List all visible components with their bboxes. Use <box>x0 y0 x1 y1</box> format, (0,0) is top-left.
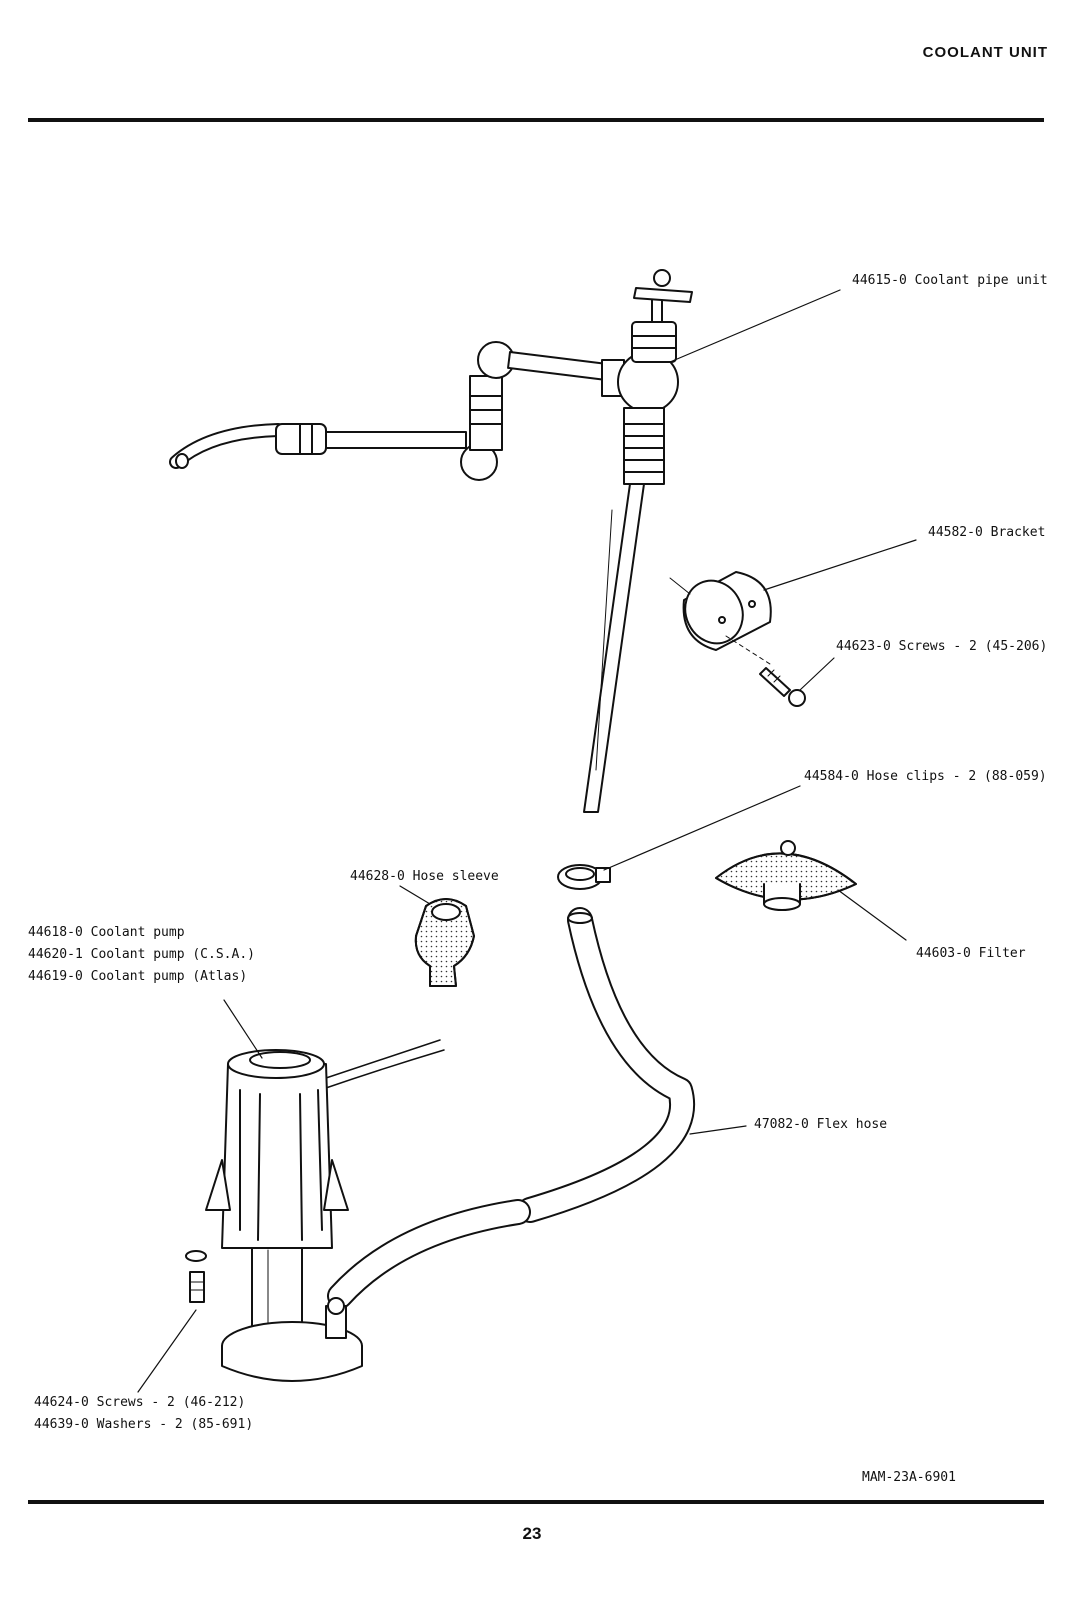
bracket-part <box>669 571 772 665</box>
drawing-reference: MAM-23A-6901 <box>862 1470 956 1485</box>
callout-pump-screws-washers: 44624-0 Screws - 2 (46-212) 44639-0 Wash… <box>34 1392 253 1436</box>
filter-part <box>715 840 857 911</box>
leader-lines <box>137 289 917 1393</box>
callout-hose-clips: 44584-0 Hose clips - 2 (88-059) <box>804 769 1047 784</box>
page-title: COOLANT UNIT <box>922 44 1048 61</box>
page-number: 23 <box>522 1524 542 1543</box>
callout-coolant-pump: 44618-0 Coolant pump 44620-1 Coolant pum… <box>28 922 255 988</box>
callout-pump-screws: 44624-0 Screws - 2 (46-212) <box>34 1395 246 1410</box>
hose-clip-part <box>557 864 611 890</box>
callout-hose-sleeve: 44628-0 Hose sleeve <box>350 869 499 884</box>
callout-pump-washers: 44639-0 Washers - 2 (85-691) <box>34 1417 254 1432</box>
callout-bracket-screws: 44623-0 Screws - 2 (45-206) <box>836 639 1048 654</box>
bracket-screw-part <box>759 667 806 707</box>
callout-coolant-pump-line: 44620-1 Coolant pump (C.S.A.) <box>28 947 255 962</box>
coolant-pipe-unit-part <box>169 269 693 813</box>
callout-bracket: 44582-0 Bracket <box>928 525 1046 540</box>
callout-filter: 44603-0 Filter <box>916 946 1026 961</box>
flex-hose-part <box>327 907 696 1309</box>
callout-coolant-pump-line: 44619-0 Coolant pump (Atlas) <box>28 969 248 984</box>
callout-coolant-pipe-unit: 44615-0 Coolant pipe unit <box>852 273 1048 288</box>
pump-screw-washer-part <box>185 1250 207 1303</box>
callout-coolant-pump-line: 44618-0 Coolant pump <box>28 925 185 940</box>
footer-rule <box>28 1500 1044 1504</box>
hose-sleeve-part <box>414 898 475 987</box>
header-rule <box>28 118 1044 122</box>
callout-flex-hose: 47082-0 Flex hose <box>754 1117 888 1132</box>
coolant-pump-part <box>205 1039 445 1382</box>
